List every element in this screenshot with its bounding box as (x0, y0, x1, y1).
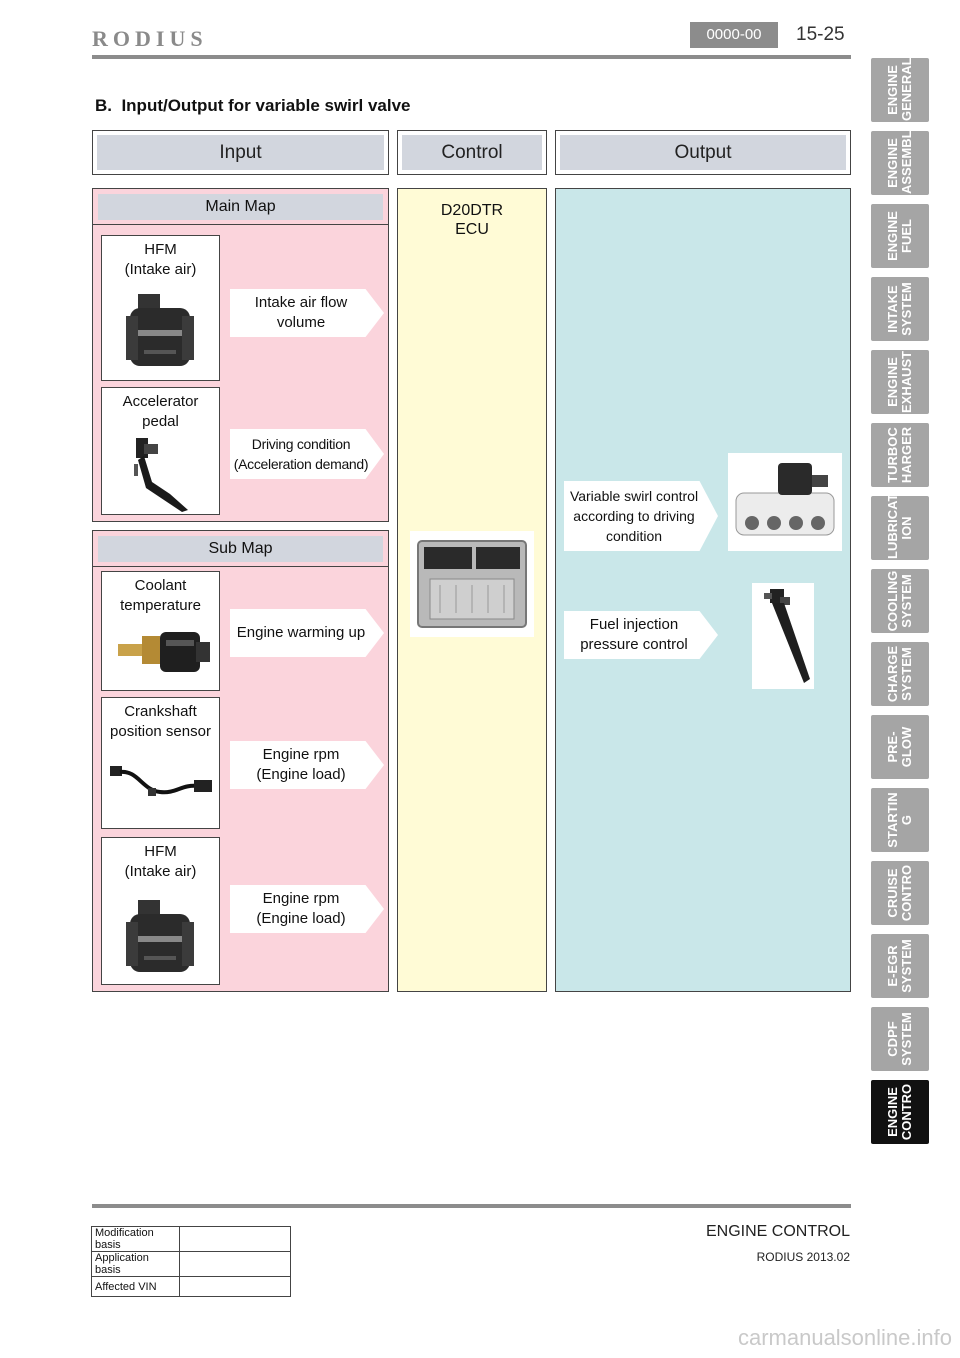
side-tab-label: ENGINE CONTRO (885, 1083, 914, 1141)
side-tab-label: TURBOC HARGER (885, 426, 914, 484)
side-tab-label: E-EGR SYSTEM (885, 939, 914, 993)
coolant-temp-sensor-icon (118, 632, 210, 672)
table-row: Affected VIN (91, 1276, 291, 1297)
ecu-icon (410, 531, 534, 637)
ecu-label: D20DTR ECU (440, 202, 504, 238)
side-tab-engine-control[interactable]: ENGINE CONTRO (871, 1080, 929, 1144)
engine-load-signal: Engine rpm (Engine load) (230, 885, 384, 933)
sub-map-box: Sub Map Coolant temperature Engine warmi… (92, 530, 389, 992)
revision-key: Affected VIN (91, 1276, 180, 1297)
side-tab-charge-system[interactable]: CHARGE SYSTEM (871, 642, 929, 706)
swirl-control-output: Variable swirl control according to driv… (564, 481, 718, 551)
fuel-injection-output: Fuel injection pressure control (564, 611, 718, 659)
engine-warming-up-signal: Engine warming up (230, 609, 384, 657)
section-code-badge: 0000-00 (690, 22, 778, 48)
accelerator-pedal-icon (134, 438, 188, 512)
side-tab-label: CDPF SYSTEM (885, 1012, 914, 1066)
side-tab-label: STARTIN G (885, 792, 914, 848)
sub-map-divider (93, 566, 388, 567)
accelerator-pedal-card: Accelerator pedal (101, 387, 220, 515)
side-tab-label: ENGINE ASSEMBL (885, 131, 914, 194)
input-column: Main Map HFM (Intake air) Intake air flo… (92, 188, 389, 992)
sub-map-title: Sub Map (98, 536, 383, 562)
intake-manifold-icon (728, 453, 842, 551)
table-row: Application basis (91, 1251, 291, 1277)
side-tab-label: INTAKE SYSTEM (885, 282, 914, 336)
sensor-label: HFM (Intake air) (124, 241, 197, 278)
output-column: Variable swirl control according to driv… (555, 188, 851, 992)
footer-edition: RODIUS 2013.02 (756, 1250, 850, 1264)
sensor-label: HFM (Intake air) (124, 843, 197, 880)
side-tab-engine-fuel[interactable]: ENGINE FUEL (871, 204, 929, 268)
hfm-sub-sensor-card: HFM (Intake air) (101, 837, 220, 985)
side-tab-starting[interactable]: STARTIN G (871, 788, 929, 852)
main-map-box: Main Map HFM (Intake air) Intake air flo… (92, 188, 389, 522)
coolant-temp-sensor-card: Coolant temperature (101, 571, 220, 691)
side-tab-label: LUBRICAT ION (885, 496, 914, 559)
revision-table: Modification basis Application basis Aff… (91, 1226, 291, 1297)
crankshaft-sensor-icon (110, 766, 212, 796)
side-tab-label: CHARGE SYSTEM (885, 645, 914, 703)
crankshaft-sensor-card: Crankshaft position sensor (101, 697, 220, 829)
page-number: 15-25 (796, 24, 845, 45)
side-tab-turbocharger[interactable]: TURBOC HARGER (871, 423, 929, 487)
driving-condition-signal: Driving condition (Acceleration demand) (230, 429, 384, 479)
footer-divider (92, 1204, 851, 1208)
side-tab-engine-exhaust[interactable]: ENGINE EXHAUST (871, 350, 929, 414)
side-tab-intake-system[interactable]: INTAKE SYSTEM (871, 277, 929, 341)
side-tab-label: ENGINE GENERAL (885, 58, 914, 121)
revision-key: Modification basis (91, 1226, 180, 1252)
watermark-text: carmanualsonline.info (737, 1325, 952, 1350)
revision-value (179, 1251, 291, 1277)
header-divider (92, 55, 851, 59)
side-tab-label: PRE- GLOW (885, 726, 914, 768)
control-header-label: Control (402, 135, 542, 170)
revision-value (179, 1276, 291, 1297)
hfm-sensor-card: HFM (Intake air) (101, 235, 220, 381)
revision-value (179, 1226, 291, 1252)
intake-air-flow-signal: Intake air flow volume (230, 289, 384, 337)
input-header-label: Input (97, 135, 384, 170)
side-tab-cdpf-system[interactable]: CDPF SYSTEM (871, 1007, 929, 1071)
section-title: B. Input/Output for variable swirl valve (95, 96, 411, 115)
output-header-label: Output (560, 135, 846, 170)
engine-rpm-signal: Engine rpm (Engine load) (230, 741, 384, 789)
side-tab-lubrication[interactable]: LUBRICAT ION (871, 496, 929, 560)
main-map-divider (93, 224, 388, 225)
sensor-label: Coolant temperature (120, 577, 201, 614)
output-column-header: Output (555, 130, 851, 175)
hfm-sensor-icon (126, 294, 194, 366)
control-column-header: Control (397, 130, 547, 175)
side-tab-engine-general[interactable]: ENGINE GENERAL (871, 58, 929, 122)
side-tab-label: ENGINE FUEL (885, 211, 914, 261)
fuel-injector-icon (752, 583, 814, 689)
hfm-sensor-icon (126, 900, 194, 972)
side-tab-eegr-system[interactable]: E-EGR SYSTEM (871, 934, 929, 998)
side-tab-cooling-system[interactable]: COOLING SYSTEM (871, 569, 929, 633)
side-tab-cruise-control[interactable]: CRUISE CONTRO (871, 861, 929, 925)
main-map-title: Main Map (98, 194, 383, 220)
control-column: D20DTR ECU (397, 188, 547, 992)
sensor-label: Accelerator pedal (122, 393, 199, 430)
sensor-label: Crankshaft position sensor (110, 703, 211, 740)
side-tab-preglow[interactable]: PRE- GLOW (871, 715, 929, 779)
footer-section-title: ENGINE CONTROL (705, 1223, 850, 1240)
side-tab-engine-assembly[interactable]: ENGINE ASSEMBL (871, 131, 929, 195)
brand-logo: RODIUS (92, 26, 208, 51)
side-tab-label: ENGINE EXHAUST (885, 350, 914, 413)
revision-key: Application basis (91, 1251, 180, 1277)
side-tab-label: COOLING SYSTEM (885, 570, 914, 632)
input-column-header: Input (92, 130, 389, 175)
table-row: Modification basis (91, 1226, 291, 1252)
side-tab-label: CRUISE CONTRO (885, 864, 914, 922)
